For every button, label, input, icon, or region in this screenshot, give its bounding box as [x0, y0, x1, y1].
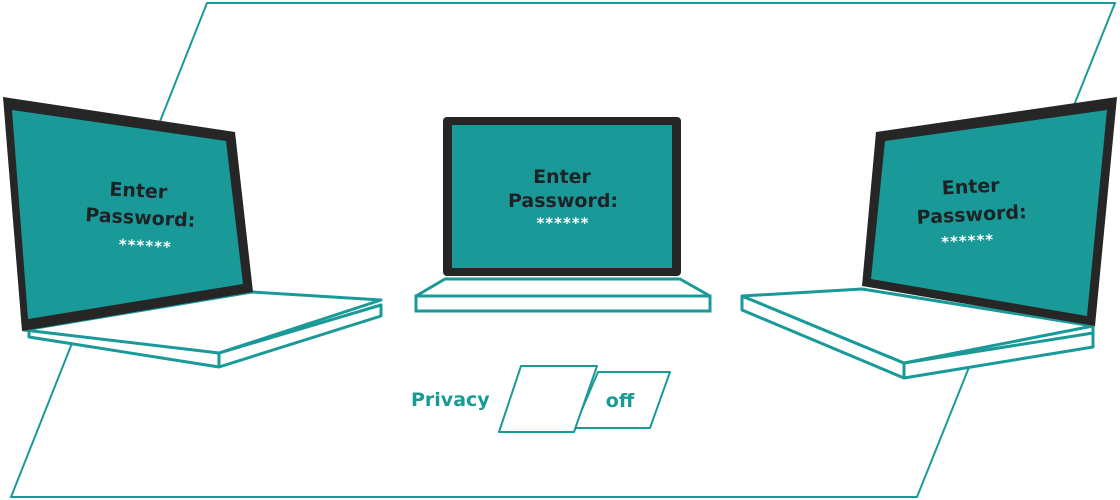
laptop-center-screen [452, 125, 672, 268]
laptop-center-keyboard-deck [414, 277, 712, 298]
laptop-left-screen [12, 110, 243, 319]
privacy-toggle-knob[interactable] [498, 365, 598, 433]
privacy-toggle-state: off [606, 390, 635, 412]
laptop-left-prompt-line1: Enter [109, 179, 169, 204]
privacy-toggle[interactable]: Privacy off [411, 365, 671, 433]
laptop-right: Enter Password: ****** [740, 97, 1117, 380]
laptop-right-password-mask: ****** [941, 231, 995, 252]
laptop-right-screen [871, 110, 1107, 316]
laptop-left: Enter Password: ****** [3, 97, 383, 369]
laptop-right-prompt-line1: Enter [941, 174, 1001, 199]
laptop-center-password-mask: ****** [536, 214, 589, 232]
laptop-center-prompt-line1: Enter [533, 166, 591, 188]
laptop-center: Enter Password: ****** [414, 117, 712, 313]
laptop-center-prompt-line2: Password: [508, 190, 618, 212]
laptop-center-base-bottom [414, 294, 712, 313]
privacy-label: Privacy [411, 389, 490, 411]
laptop-left-password-mask: ****** [118, 236, 172, 257]
